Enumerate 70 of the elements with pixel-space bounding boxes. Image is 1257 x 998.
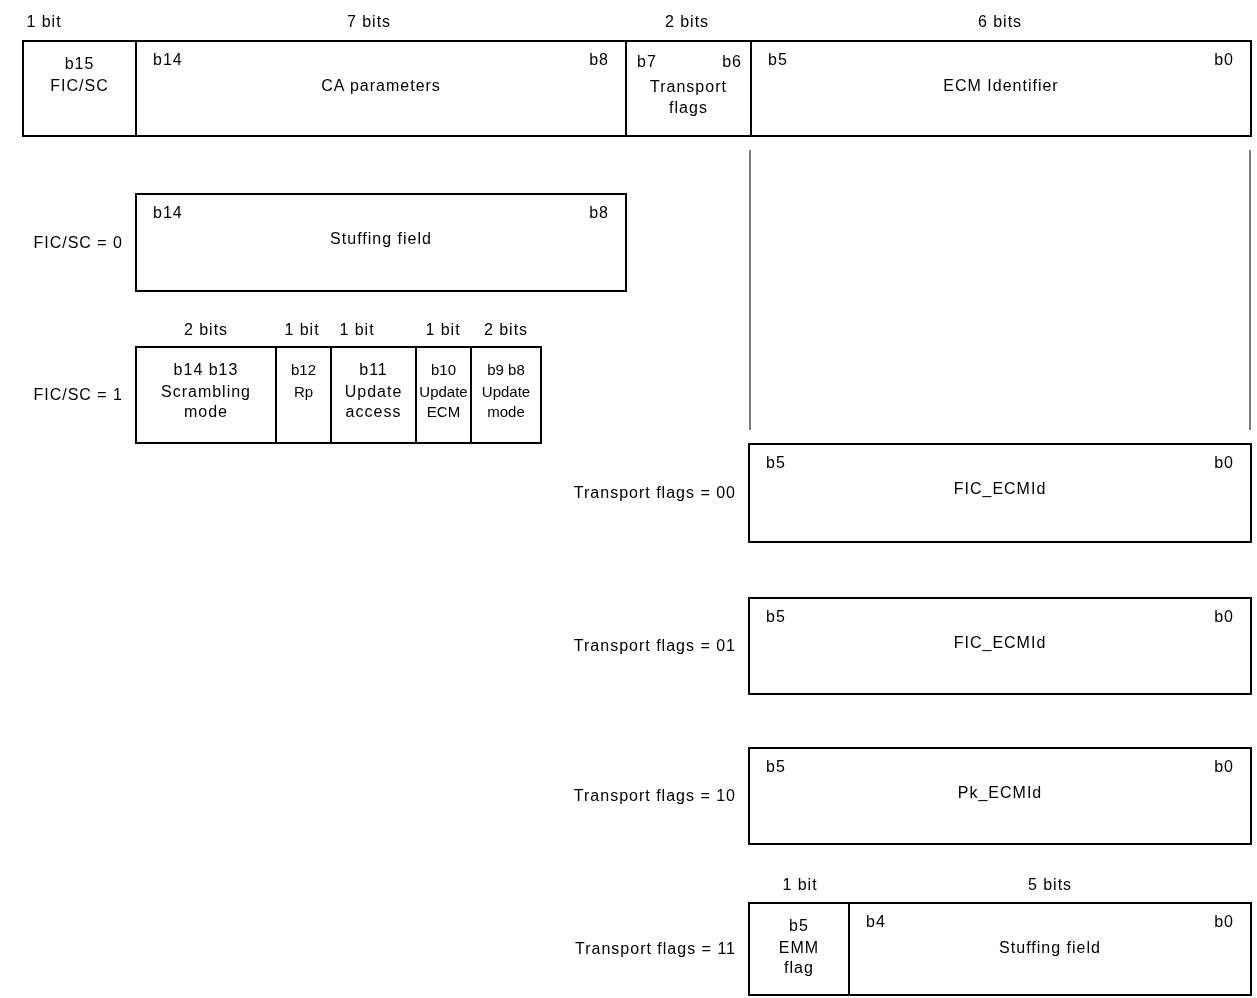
bit-width-label: 2 bits xyxy=(182,320,230,340)
bit-index: b14 xyxy=(153,50,183,70)
field-name: EMM flag xyxy=(778,938,820,978)
field-name: Update access xyxy=(343,382,404,422)
bit-width-label: 7 bits xyxy=(345,12,393,32)
bit-field-box xyxy=(748,597,1252,695)
field-name: FIC/SC xyxy=(49,76,110,96)
bit-index: b5 xyxy=(766,757,786,777)
bit-width-label: 1 bit xyxy=(283,320,321,340)
bit-index: b15 xyxy=(63,54,96,74)
bit-field-box xyxy=(748,902,850,996)
bit-index: b7 xyxy=(637,52,657,72)
bit-index: b6 xyxy=(722,52,742,72)
field-name: CA parameters xyxy=(320,76,442,96)
bit-index: b14 xyxy=(153,203,183,223)
bit-width-label: 2 bits xyxy=(663,12,711,32)
field-name: Scrambling mode xyxy=(160,382,252,422)
bit-index: b11 xyxy=(358,360,389,380)
bit-field-box xyxy=(330,346,417,444)
bit-index: b8 xyxy=(589,203,609,223)
condition-label: Transport flags = 01 xyxy=(573,636,736,656)
bit-index: b5 xyxy=(766,453,786,473)
condition-label: FIC/SC = 0 xyxy=(33,232,123,253)
field-name: ECM Identifier xyxy=(942,76,1060,96)
bit-index: b5 xyxy=(766,607,786,627)
field-name: Rp xyxy=(292,382,315,402)
bit-width-label: 5 bits xyxy=(1026,875,1074,895)
bit-index: b0 xyxy=(1214,757,1234,777)
bit-field-box xyxy=(135,40,627,137)
bit-field-box xyxy=(135,346,277,444)
bit-width-label: 2 bits xyxy=(482,320,530,340)
field-name: Stuffing field xyxy=(998,938,1102,958)
bit-field-box xyxy=(848,902,1252,996)
field-name: FIC_ECMId xyxy=(952,479,1048,499)
bit-index: b0 xyxy=(1214,912,1234,932)
bit-field-box xyxy=(22,40,137,137)
bit-index: b8 xyxy=(589,50,609,70)
condition-label: Transport flags = 11 xyxy=(575,939,736,959)
bit-index: b0 xyxy=(1214,453,1234,473)
condition-label: FIC/SC = 1 xyxy=(33,385,123,405)
bit-width-label: 1 bit xyxy=(25,12,63,32)
bit-index: b0 xyxy=(1214,607,1234,627)
bit-field-box xyxy=(135,193,627,292)
bit-field-box xyxy=(750,40,1252,137)
bit-width-label: 6 bits xyxy=(976,12,1024,32)
field-name: Pk_ECMId xyxy=(956,783,1044,803)
field-name: FIC_ECMId xyxy=(952,633,1048,653)
bit-index: b12 xyxy=(290,360,317,380)
bit-index: b5 xyxy=(768,50,788,70)
field-name: Transport flags xyxy=(649,77,728,118)
condition-label: Transport flags = 00 xyxy=(573,483,736,503)
bit-index: b4 xyxy=(866,912,886,932)
bit-index: b9 b8 xyxy=(486,360,526,380)
bit-field-box xyxy=(275,346,332,444)
bit-index: b0 xyxy=(1214,50,1234,70)
bit-index: b10 xyxy=(430,360,457,380)
bit-width-label: 1 bit xyxy=(781,875,819,895)
field-name: Update ECM xyxy=(419,382,468,422)
bit-width-label: 1 bit xyxy=(424,320,462,340)
bit-field-box xyxy=(470,346,542,444)
bit-field-box xyxy=(748,443,1252,543)
bit-field-box xyxy=(625,40,752,137)
condition-label: Transport flags = 10 xyxy=(573,786,736,806)
bit-width-label: 1 bit xyxy=(338,320,376,340)
bit-index: b5 xyxy=(788,916,810,936)
bit-field-box xyxy=(415,346,472,444)
field-name: Stuffing field xyxy=(329,229,433,249)
field-name: Update mode xyxy=(480,382,532,422)
bit-index: b14 b13 xyxy=(172,360,240,380)
bit-field-box xyxy=(748,747,1252,845)
